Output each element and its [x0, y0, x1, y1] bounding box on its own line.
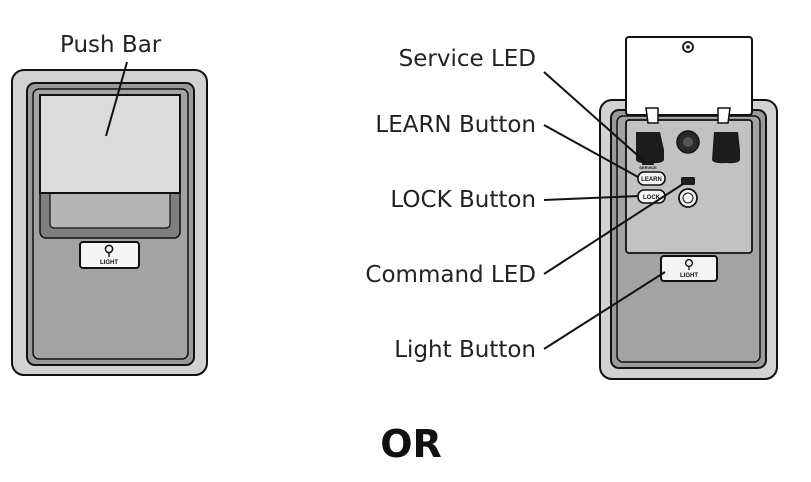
service-led-label: SERVICE — [639, 165, 657, 170]
leader-light-button — [543, 271, 666, 350]
callout-push-bar: Push Bar — [60, 32, 162, 58]
learn-button-label: LEARN — [641, 177, 662, 183]
right-bulb-icon — [684, 258, 694, 270]
right-hinge-tab — [712, 132, 740, 164]
callout-command-led: Command LED — [365, 262, 536, 288]
command-button-ring — [682, 192, 694, 204]
left-hinge-tab — [636, 132, 664, 164]
leader-push-bar — [105, 61, 128, 137]
left-light-button-label: LIGHT — [100, 260, 118, 266]
cover-left-clip — [645, 107, 659, 124]
command-led — [681, 177, 695, 185]
hinged-cover[interactable] — [625, 36, 753, 116]
right-light-button-label: LIGHT — [680, 273, 698, 279]
learn-button[interactable] — [637, 171, 666, 186]
push-bar-wall-control: LIGHT Push Bar — [11, 32, 208, 376]
callout-learn-button: LEARN Button — [375, 112, 536, 138]
or-separator: OR — [380, 422, 442, 466]
callout-light-button: Light Button — [394, 337, 536, 363]
service-led — [642, 161, 654, 165]
multi-function-wall-control: SERVICE LEARN LOCK LIGHT Service LED LEA… — [365, 36, 778, 380]
leader-command-led — [543, 183, 684, 275]
cover-screw-icon — [682, 41, 694, 53]
callout-lock-button: LOCK Button — [390, 187, 536, 213]
lock-button-label: LOCK — [643, 195, 661, 201]
command-button[interactable] — [678, 188, 698, 208]
center-socket-core — [683, 137, 693, 147]
leader-service-led — [543, 71, 645, 162]
cover-right-clip — [717, 107, 731, 124]
leader-lock-button — [543, 195, 639, 201]
bulb-icon — [104, 244, 114, 257]
push-bar[interactable] — [39, 94, 181, 194]
leader-learn-button — [543, 124, 639, 178]
cover-screw-center — [686, 45, 690, 49]
callout-service-led: Service LED — [399, 46, 536, 72]
